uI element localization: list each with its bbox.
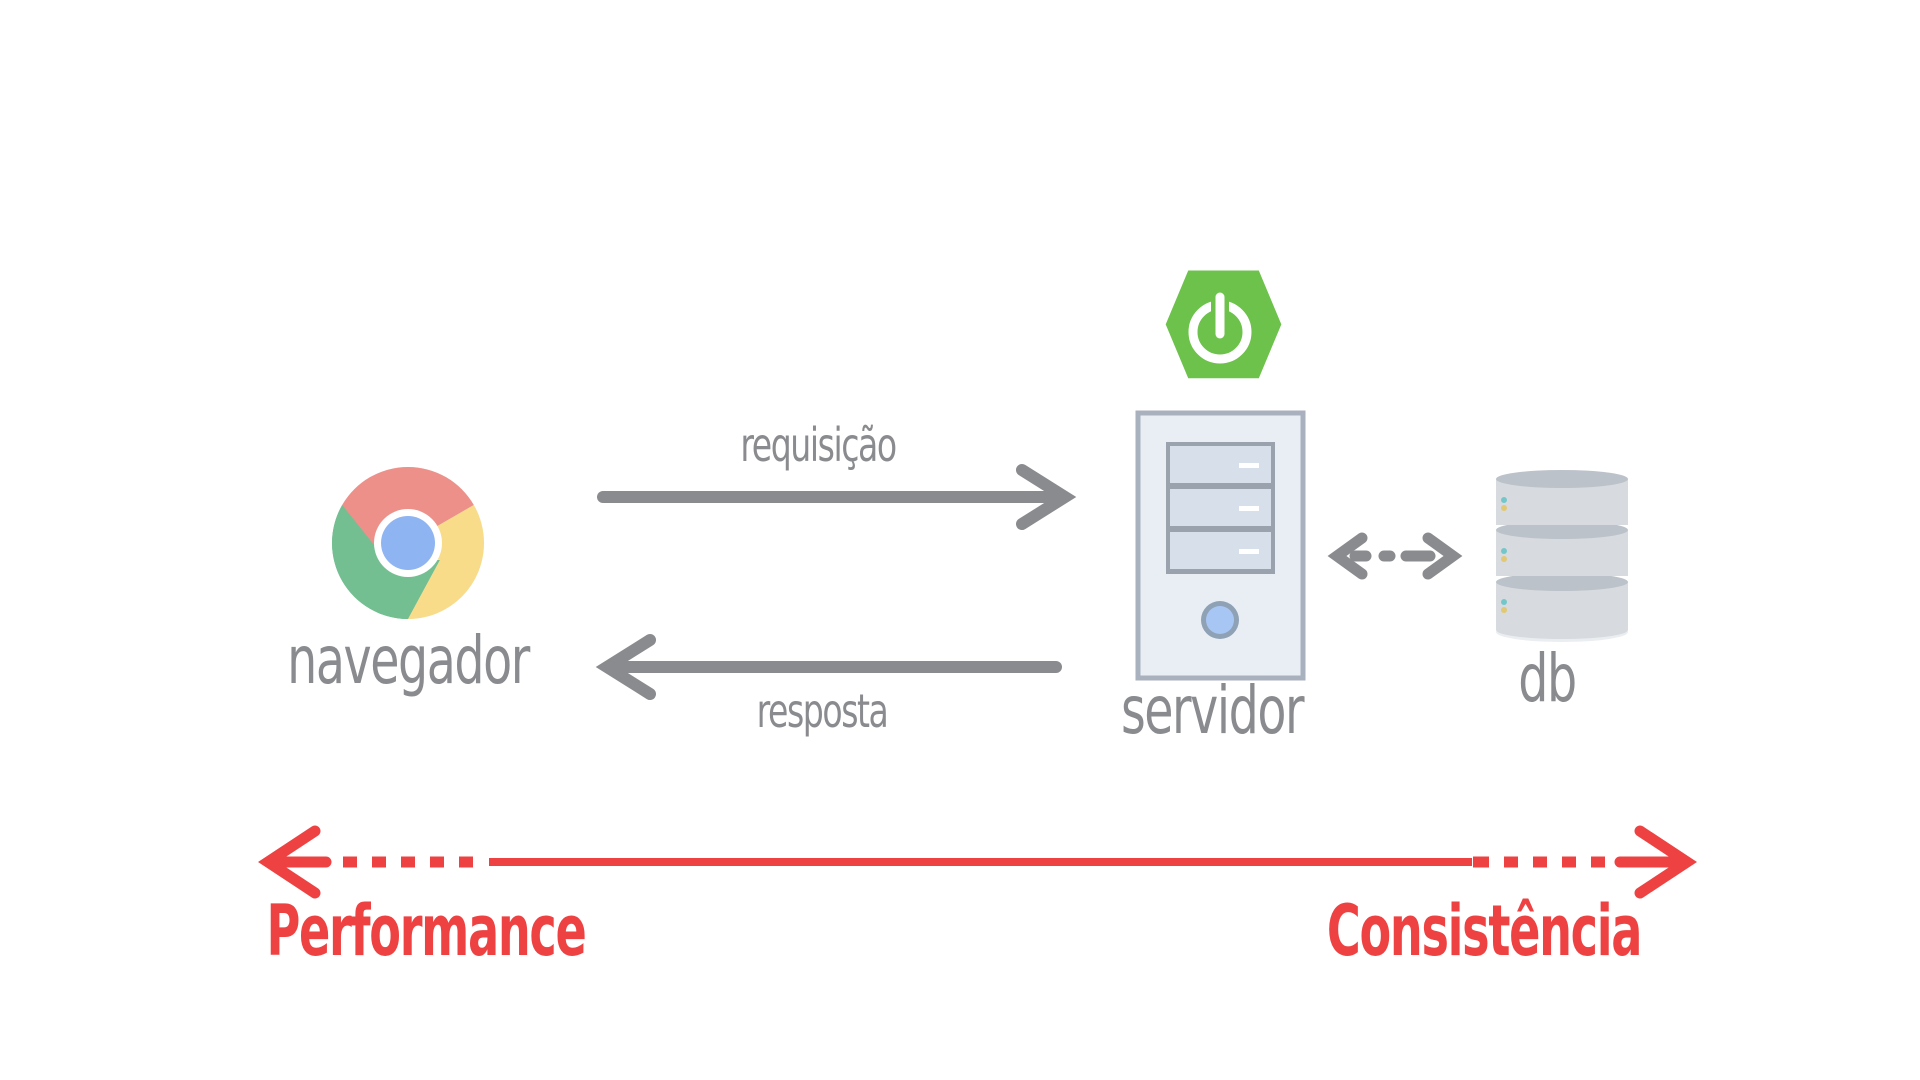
performance-label: Performance — [266, 890, 586, 972]
server-tower-icon — [1135, 410, 1306, 681]
tradeoff-axis — [258, 825, 1697, 899]
browser-label: navegador — [287, 622, 530, 699]
server-db-arrow — [1327, 532, 1463, 580]
spring-power-icon — [1165, 270, 1282, 379]
chrome-icon — [332, 467, 484, 619]
server-label: servidor — [1120, 672, 1305, 749]
response-label: resposta — [756, 684, 889, 738]
database-icon — [1496, 470, 1628, 642]
request-label: requisição — [740, 418, 897, 472]
response-arrow — [595, 634, 1062, 700]
request-arrow — [597, 464, 1077, 530]
consistency-label: Consistência — [1326, 890, 1643, 972]
database-label: db — [1518, 640, 1577, 717]
